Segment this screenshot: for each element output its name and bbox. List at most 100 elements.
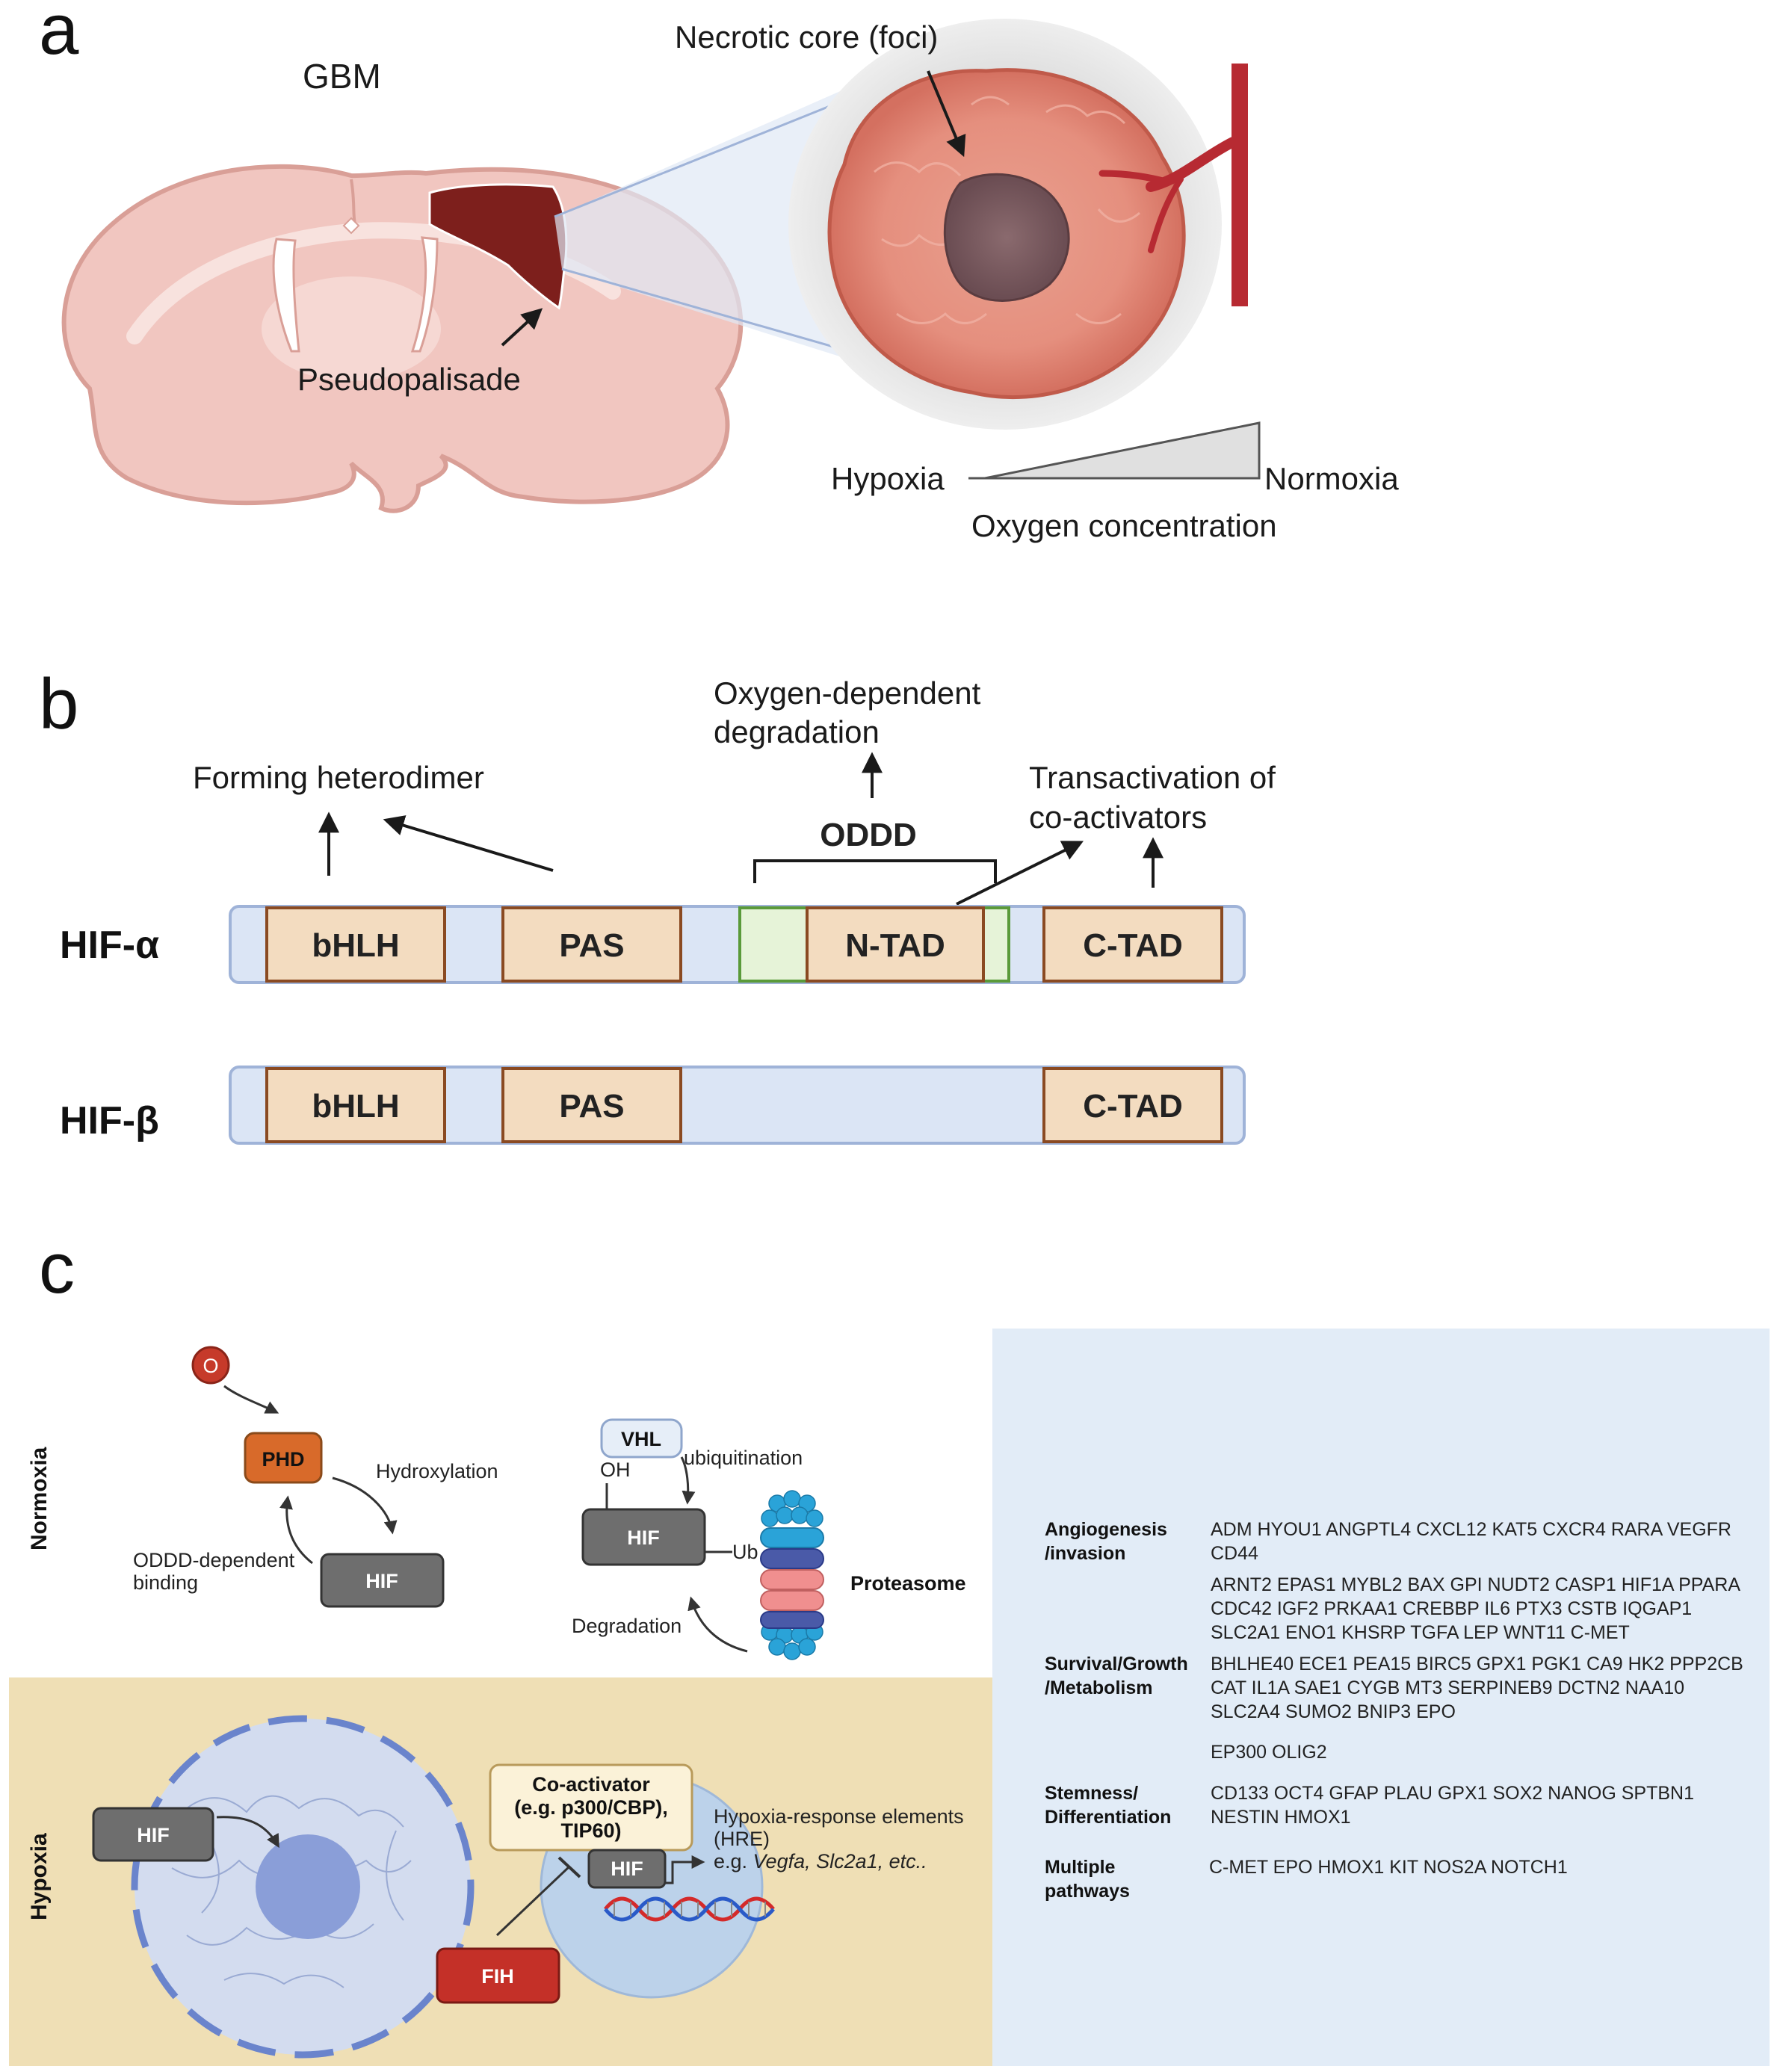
coactivator-line2: (e.g. p300/CBP), — [514, 1796, 668, 1819]
forming-heterodimer-label: Forming heterodimer — [193, 760, 484, 795]
binding-arrow — [279, 1495, 313, 1565]
coactivator-line3: TIP60) — [560, 1819, 621, 1842]
proteasome — [760, 1490, 824, 1660]
hif-alpha-name: HIF-α — [60, 924, 159, 967]
hif-alpha-ctad-label: C-TAD — [1083, 927, 1183, 964]
ub-label: Ub — [732, 1541, 758, 1563]
hypoxic-cell — [131, 1715, 475, 2059]
fih-label: FIH — [481, 1965, 514, 1988]
ubiquitinated-hif-label: HIF — [627, 1527, 660, 1549]
oxygen-arrow — [223, 1385, 279, 1414]
hif-alpha-pas-label: PAS — [559, 927, 624, 964]
stemness-genes-1: CD133 OCT4 GFAP PLAU GPX1 SOX2 NANOG SPT… — [1211, 1783, 1694, 1804]
stemness-genes-2: NESTIN HMOX1 — [1211, 1807, 1351, 1828]
fih-inhibition-line — [495, 1865, 571, 1937]
transactivation-line2: co-activators — [1029, 800, 1207, 835]
heterodimer-arrow-2 — [383, 815, 554, 872]
oxygen-molecule — [191, 1346, 230, 1385]
multiple-genes-1: C-MET EPO HMOX1 KIT NOS2A NOTCH1 — [1209, 1857, 1568, 1878]
oh-label: OH — [600, 1459, 631, 1481]
category-angiogenesis-line2: /invasion — [1045, 1543, 1125, 1564]
degradation-arrow-c — [687, 1596, 748, 1653]
angiogenesis-genes-1: ADM HYOU1 ANGPTL4 CXCL12 KAT5 CXCR4 RARA… — [1211, 1519, 1731, 1540]
category-survival-line1: Survival/Growth — [1045, 1654, 1188, 1674]
hif-beta-bhlh-domain — [265, 1067, 446, 1143]
coactivator-line1: Co-activator — [532, 1773, 650, 1796]
hif-beta-pas-label: PAS — [559, 1088, 624, 1125]
hif-beta-name: HIF-β — [60, 1099, 159, 1142]
gene-table-background — [992, 1329, 1770, 2066]
hif-beta-pas-domain — [501, 1067, 682, 1143]
tumor-zoom — [788, 19, 1248, 430]
pseudopalisade-arrow — [501, 308, 543, 347]
nuclear-hif-box — [587, 1849, 667, 1889]
oxygen-degradation-line1: Oxygen-dependent — [714, 675, 981, 711]
phd-box — [244, 1432, 323, 1484]
survival-genes-1: BHLHE40 ECE1 PEA15 BIRC5 GPX1 PGK1 CA9 H… — [1211, 1654, 1743, 1674]
hydroxylation-arrow — [332, 1476, 398, 1535]
oddd-label: ODDD — [820, 817, 917, 853]
proteasome-label: Proteasome — [850, 1572, 966, 1595]
hypoxia-side-label: Hypoxia — [27, 1833, 52, 1920]
oxygen-concentration-label: Oxygen concentration — [971, 508, 1277, 543]
normoxia-hif-box — [320, 1553, 445, 1608]
oddd-binding-line2: binding — [133, 1571, 198, 1594]
oddd-binding-line1: ODDD-dependent — [133, 1549, 295, 1571]
hif-alpha-pas-domain — [501, 906, 682, 983]
angiogenesis-genes-3: ARNT2 EPAS1 MYBL2 BAX GPI NUDT2 CASP1 HI… — [1211, 1574, 1740, 1595]
oxygen-symbol: O — [203, 1355, 218, 1377]
cytoplasmic-hif-box — [92, 1807, 214, 1862]
category-multiple-line1: Multiple — [1045, 1857, 1116, 1878]
hif-alpha-bhlh-label: bHLH — [312, 927, 399, 964]
vhl-box — [600, 1418, 683, 1459]
normoxia-side-label: Normoxia — [27, 1447, 52, 1550]
tumor-region — [428, 183, 568, 310]
hif-alpha-protein — [229, 905, 1246, 984]
oddd-bracket — [753, 859, 997, 883]
survival-genes-4: EP300 OLIG2 — [1211, 1742, 1327, 1763]
hre-example: e.g. Vegfa, Slc2a1, etc.. — [714, 1850, 927, 1872]
transactivation-arrow-1 — [956, 841, 1084, 906]
ubiquitination-arrow — [680, 1456, 696, 1505]
hydroxylation-label: Hydroxylation — [376, 1460, 498, 1482]
hif-beta-ctad-domain — [1042, 1067, 1223, 1143]
category-stemness-line2: Differentiation — [1045, 1807, 1171, 1828]
ubiquitination-label: ubiquitination — [684, 1447, 803, 1469]
panel-b-letter: b — [39, 664, 78, 744]
cytoplasmic-hif-label: HIF — [137, 1824, 170, 1846]
nuclear-hif-label: HIF — [611, 1858, 643, 1880]
category-survival-line2: /Metabolism — [1045, 1677, 1152, 1698]
hre-line2: (HRE) — [714, 1828, 770, 1850]
hre-genes: Vegfa, Slc2a1, etc.. — [753, 1850, 927, 1872]
panel-c-letter: c — [39, 1228, 75, 1308]
hif-alpha-ctad-domain — [1042, 906, 1223, 983]
hif-beta-ctad-label: C-TAD — [1083, 1088, 1183, 1125]
category-angiogenesis-line1: Angiogenesis — [1045, 1519, 1167, 1540]
fih-box — [436, 1947, 560, 2004]
transactivation-line1: Transactivation of — [1029, 760, 1276, 795]
necrotic-core-arrow — [927, 70, 966, 158]
hif-beta-protein — [229, 1066, 1246, 1145]
category-multiple-line2: pathways — [1045, 1881, 1130, 1902]
normoxia-gradient-label: Normoxia — [1264, 461, 1399, 496]
hypoxia-gradient-label: Hypoxia — [831, 461, 945, 496]
necrotic-core-label: Necrotic core (foci) — [675, 19, 938, 55]
angiogenesis-genes-2: CD44 — [1211, 1543, 1258, 1564]
necrotic-core — [943, 173, 1070, 302]
survival-genes-2: CAT IL1A SAE1 CYGB MT3 SERPINEB9 DCTN2 N… — [1211, 1677, 1684, 1698]
hif-alpha-ntad-domain — [806, 906, 985, 983]
hif-alpha-bhlh-domain — [265, 906, 446, 983]
normoxia-hif-label: HIF — [365, 1570, 398, 1592]
blood-vessel — [1232, 64, 1248, 306]
gene-table: Angiogenesis /invasion ADM HYOU1 ANGPTL4… — [1045, 1519, 1743, 1902]
hif-beta-bhlh-label: bHLH — [312, 1088, 399, 1125]
gbm-label: GBM — [303, 57, 381, 96]
angiogenesis-genes-4: CDC42 IGF2 PRKAA1 CREBBP IL6 PTX3 CSTB I… — [1211, 1598, 1692, 1619]
ubiquitinated-hif-box — [581, 1508, 706, 1566]
degradation-label: Degradation — [572, 1615, 682, 1637]
panel-a-letter: a — [39, 0, 79, 69]
hif-alpha-ntad-label: N-TAD — [845, 927, 945, 964]
dna-helix — [604, 1896, 775, 1922]
nuclear-translocation-arrow — [216, 1816, 279, 1849]
